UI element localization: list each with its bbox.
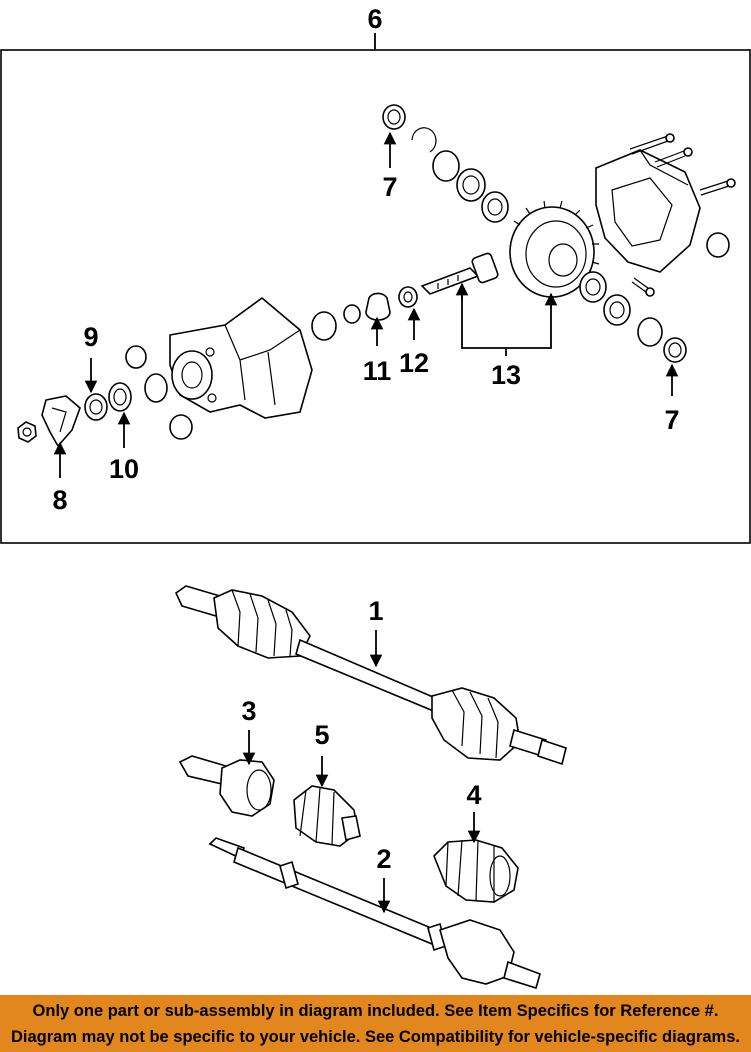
plug-right: [706, 232, 730, 258]
disclaimer-line-2: Diagram may not be specific to your vehi…: [11, 1028, 740, 1046]
callout-9: 9: [83, 322, 98, 352]
callout-13-bracket: [461, 288, 552, 349]
differential-housing: [169, 296, 313, 419]
callout-12: 12: [399, 348, 429, 378]
seal-7-upper: [382, 104, 406, 130]
ring-gear: [509, 200, 600, 298]
bearing-upper: [456, 168, 486, 202]
snap-ring: [411, 127, 437, 153]
callout-11: 11: [363, 356, 392, 386]
disclaimer-line-1: Only one part or sub-assembly in diagram…: [32, 1002, 719, 1020]
nut-left: [17, 421, 37, 443]
callout-7-lower: 7: [664, 405, 679, 435]
axle-shaft-assembly: [174, 585, 567, 766]
callout-1: 1: [368, 596, 383, 626]
callout-13: 13: [491, 360, 521, 390]
cv-joint-outer: [178, 755, 275, 817]
bearing-lower-1: [579, 271, 607, 303]
cv-boot-inner: [293, 785, 361, 847]
callout-10: 10: [109, 454, 139, 484]
callout-8: 8: [52, 485, 67, 515]
callout-5: 5: [314, 720, 329, 750]
bolts-right: [629, 133, 736, 196]
washer-9: [84, 393, 108, 421]
callout-6: 6: [367, 4, 382, 34]
seal-10: [108, 382, 132, 412]
small-bolt: [631, 277, 655, 297]
shim-washer: [398, 286, 418, 308]
disclaimer-banner: Only one part or sub-assembly in diagram…: [0, 995, 751, 1052]
bearing-race-upper: [432, 150, 460, 182]
pinion-bearings: [311, 304, 361, 341]
callout-7-upper: 7: [382, 172, 397, 202]
bearing-lower-2: [603, 294, 631, 326]
carrier-cover-right: [595, 149, 701, 273]
callout-2: 2: [376, 844, 391, 874]
housing-bushings: [125, 345, 193, 440]
pinion-gear: [420, 252, 499, 295]
axle-shaft-bare: [208, 837, 541, 990]
callout-4: 4: [466, 780, 481, 810]
companion-flange: [41, 395, 81, 448]
bearing-upper-2: [481, 191, 509, 223]
collapsible-spacer: [365, 292, 391, 321]
callout-3: 3: [241, 696, 256, 726]
seal-7-lower: [663, 337, 687, 363]
parts-diagram: 6: [0, 4, 751, 990]
race-lower: [637, 317, 663, 347]
cv-boot-outer: [433, 839, 519, 903]
